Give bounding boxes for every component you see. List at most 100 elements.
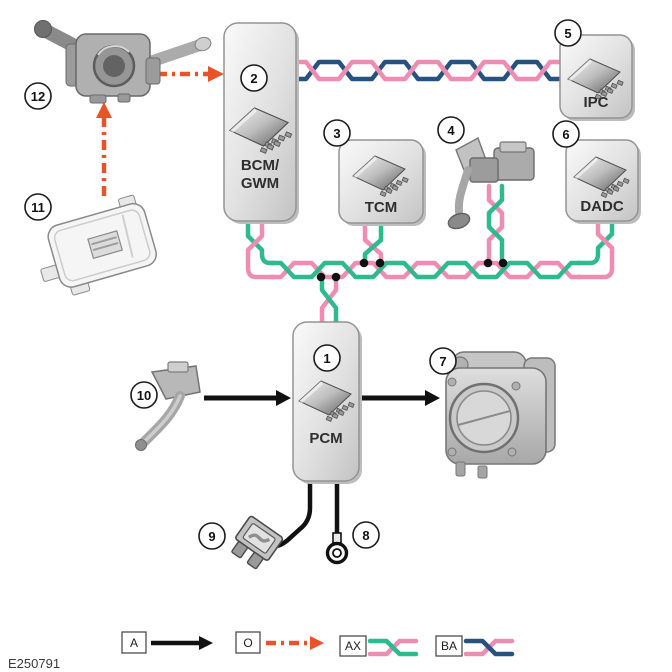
legend-box-a bbox=[121, 631, 147, 654]
bolt bbox=[447, 377, 457, 387]
wire-strand-blue bbox=[293, 59, 563, 82]
pedal-sensor-body bbox=[469, 157, 499, 183]
callout-5: 5 bbox=[554, 19, 582, 47]
callout-4-num: 4 bbox=[447, 123, 455, 138]
arrowhead-right bbox=[276, 390, 291, 406]
callout-2: 2 bbox=[240, 64, 268, 92]
wire-strand-pink bbox=[245, 218, 277, 280]
bcm-label-line1: BCM/ bbox=[241, 157, 280, 174]
legend-box-ba bbox=[435, 635, 463, 657]
arrowhead-up bbox=[96, 102, 112, 118]
wire-strand-green bbox=[319, 274, 339, 327]
callout-2-num: 2 bbox=[250, 71, 257, 86]
callout-6-num: 6 bbox=[562, 127, 569, 142]
bcm-label-line2: GWM bbox=[241, 175, 279, 192]
wire-strand-green bbox=[486, 183, 505, 266]
pedal-end bbox=[135, 439, 147, 451]
stud bbox=[477, 465, 488, 479]
pedal-pad bbox=[447, 212, 471, 230]
left-stalk-tip bbox=[34, 20, 52, 38]
legend-label-ax: AX bbox=[345, 639, 361, 653]
callout-1: 1 bbox=[313, 344, 341, 372]
legend: A O AX BA bbox=[121, 631, 515, 657]
throttle-body-illustration bbox=[445, 351, 556, 479]
callout-3-num: 3 bbox=[333, 126, 340, 141]
callout-7-num: 7 bbox=[439, 354, 446, 369]
fuse-element bbox=[247, 533, 271, 543]
legend-box-o bbox=[235, 631, 261, 654]
callout-9-num: 9 bbox=[208, 529, 215, 544]
callouts: 1 2 3 4 5 6 7 8 9 10 11 12 bbox=[24, 19, 582, 550]
tcm-bus-drop bbox=[362, 220, 384, 266]
twisted-pair-green-pink-icon bbox=[367, 638, 419, 657]
junction-dot bbox=[483, 258, 493, 268]
switch-side-block bbox=[145, 57, 161, 85]
fuse-blade bbox=[246, 552, 264, 570]
callout-10-num: 10 bbox=[137, 388, 151, 403]
module-face bbox=[53, 209, 151, 282]
pedal-arm-highlight bbox=[141, 394, 182, 445]
arrowhead-right bbox=[310, 636, 324, 650]
junction-dot bbox=[498, 258, 508, 268]
ipc-label: IPC bbox=[583, 94, 608, 111]
pcm-label: PCM bbox=[309, 430, 342, 447]
callout-8-num: 8 bbox=[362, 528, 369, 543]
callout-1-num: 1 bbox=[323, 351, 330, 366]
terminal-crimp bbox=[332, 532, 342, 544]
pcm-power-ground-wires bbox=[274, 477, 340, 549]
ring-highlight bbox=[97, 45, 130, 56]
callout-6: 6 bbox=[552, 120, 580, 148]
connector-ridges bbox=[91, 236, 119, 252]
callout-11: 11 bbox=[24, 193, 52, 221]
switch-tab bbox=[117, 93, 131, 103]
clockspring-hole bbox=[103, 55, 125, 77]
junction-dot bbox=[375, 258, 385, 268]
wire-strand-green bbox=[575, 218, 615, 266]
ground-ring-terminal bbox=[325, 532, 349, 565]
accelerator-pedal-illustration bbox=[135, 361, 201, 451]
wire-strand-green bbox=[269, 260, 583, 280]
callout-8: 8 bbox=[352, 521, 380, 549]
junction-dot bbox=[359, 258, 369, 268]
bus-junction-dots bbox=[316, 258, 508, 282]
module-boxes bbox=[223, 22, 641, 484]
sensor-top bbox=[499, 141, 527, 153]
pedal-sensor bbox=[167, 361, 189, 373]
module-labels: BCM/ GWM TCM IPC DADC PCM bbox=[241, 94, 624, 447]
junction-dot bbox=[316, 272, 326, 282]
pedal-arm bbox=[454, 166, 472, 216]
dadc-label: DADC bbox=[580, 198, 623, 215]
figure-id: E250791 bbox=[8, 656, 60, 671]
wire-strand-blue bbox=[463, 638, 515, 657]
clutch-pedal-illustration bbox=[447, 136, 535, 230]
arrowhead-right bbox=[208, 66, 224, 82]
black-arrows bbox=[204, 390, 440, 406]
bolt bbox=[447, 447, 457, 457]
ring-terminal-hole bbox=[332, 548, 342, 558]
callout-10: 10 bbox=[130, 381, 158, 409]
wire-strand-green bbox=[245, 218, 277, 266]
fuse-blade bbox=[231, 541, 248, 559]
steering-column-switch-illustration bbox=[34, 20, 212, 104]
pcm-fuse-wire bbox=[274, 477, 313, 549]
legend-label-a: A bbox=[130, 636, 138, 650]
pcm-bus-drop bbox=[319, 274, 339, 327]
pedal-sensor-bus-drop bbox=[486, 183, 505, 266]
legend-label-ba: BA bbox=[441, 639, 457, 653]
stud bbox=[455, 461, 466, 477]
column-module-illustration bbox=[40, 194, 157, 296]
bolt bbox=[507, 447, 517, 457]
callout-5-num: 5 bbox=[564, 26, 571, 41]
junction-dot bbox=[331, 272, 341, 282]
wire-strand-green bbox=[367, 638, 419, 657]
callout-3: 3 bbox=[323, 119, 351, 147]
tcm-label: TCM bbox=[365, 199, 398, 216]
callout-12-num: 12 bbox=[31, 89, 45, 104]
fuse-icon bbox=[231, 515, 284, 570]
can-bus-twisted-pair-AX bbox=[269, 260, 583, 280]
arrowhead-right bbox=[425, 390, 440, 406]
callout-7: 7 bbox=[429, 347, 457, 375]
callout-11-num: 11 bbox=[31, 200, 45, 215]
